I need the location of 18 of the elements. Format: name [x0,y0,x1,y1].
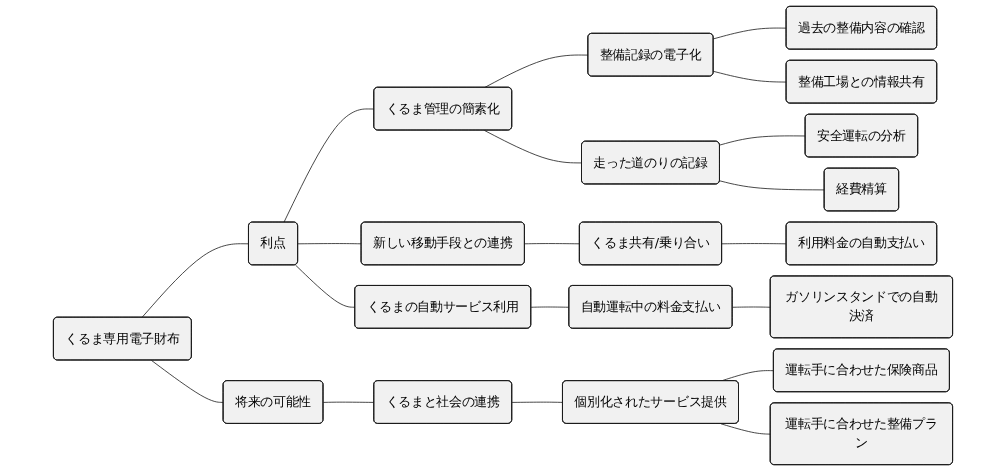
connector [721,243,787,245]
connector [295,264,356,308]
connector [484,130,583,164]
connector [484,54,589,88]
connector [151,360,224,403]
connector [141,243,250,318]
connector [719,180,825,191]
connector [297,243,362,245]
connector [524,243,581,245]
connector [732,306,771,308]
connector [713,27,787,40]
connector [720,423,771,435]
connector [713,70,787,83]
connector [511,401,564,403]
connector [719,135,806,146]
connector [283,108,375,223]
connector [323,401,375,403]
connector [530,306,570,308]
